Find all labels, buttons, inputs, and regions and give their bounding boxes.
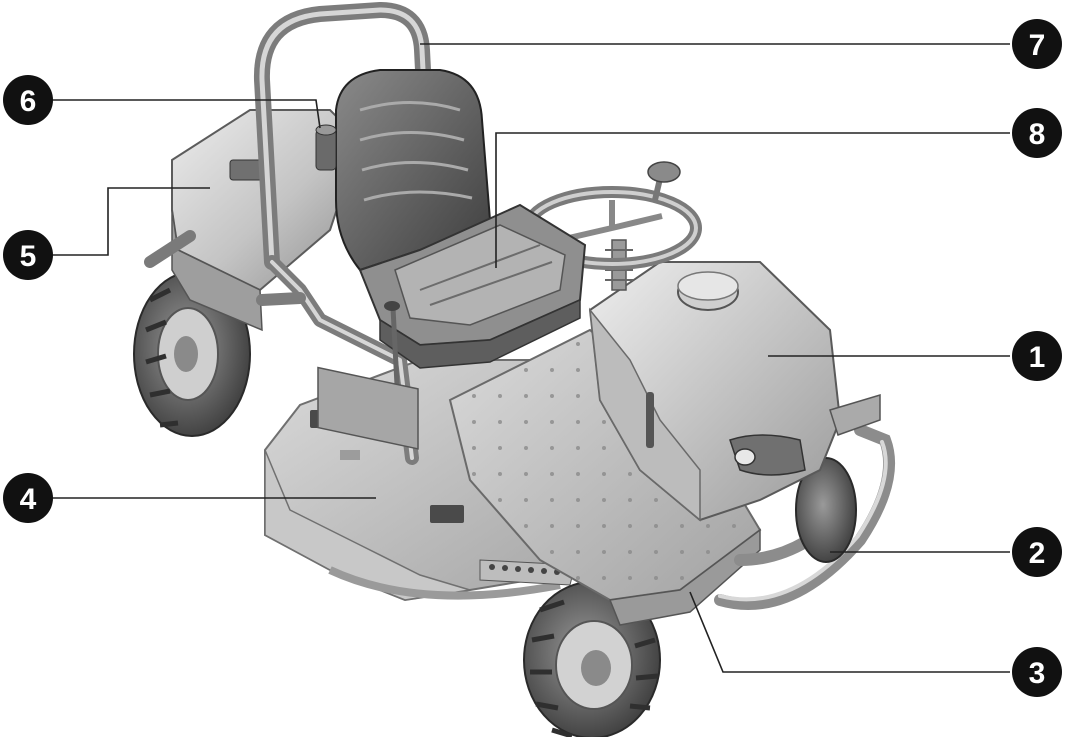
callout-8-label: 8	[1029, 118, 1046, 151]
callout-6-label: 6	[20, 85, 37, 118]
leader-line-8	[495, 132, 1010, 268]
callout-5: 5	[3, 230, 53, 280]
callout-1-label: 1	[1029, 341, 1046, 374]
callout-2-label: 2	[1029, 537, 1046, 570]
leader-line-5	[42, 187, 210, 256]
callout-3: 3	[1012, 647, 1062, 697]
callout-4: 4	[3, 473, 53, 523]
callout-6: 6	[3, 75, 53, 125]
callout-8: 8	[1012, 108, 1062, 158]
callout-2: 2	[1012, 527, 1062, 577]
footboard	[448, 328, 762, 626]
callout-7: 7	[1012, 19, 1062, 69]
callout-1: 1	[1012, 331, 1062, 381]
seat	[335, 69, 587, 369]
callout-7-label: 7	[1029, 29, 1046, 62]
callout-4-label: 4	[20, 483, 37, 516]
callout-3-label: 3	[1029, 657, 1046, 690]
fuel-filler	[315, 124, 337, 171]
callouts: 1 2 3 4 5 6 7 8	[3, 19, 1062, 697]
engine-hood	[588, 261, 881, 522]
control-lever	[317, 301, 419, 450]
leader-line-3	[689, 591, 1010, 673]
mower-illustration	[133, 2, 896, 737]
callout-5-label: 5	[20, 240, 37, 273]
leader-lines	[42, 43, 1010, 673]
leader-line-6	[48, 99, 321, 129]
